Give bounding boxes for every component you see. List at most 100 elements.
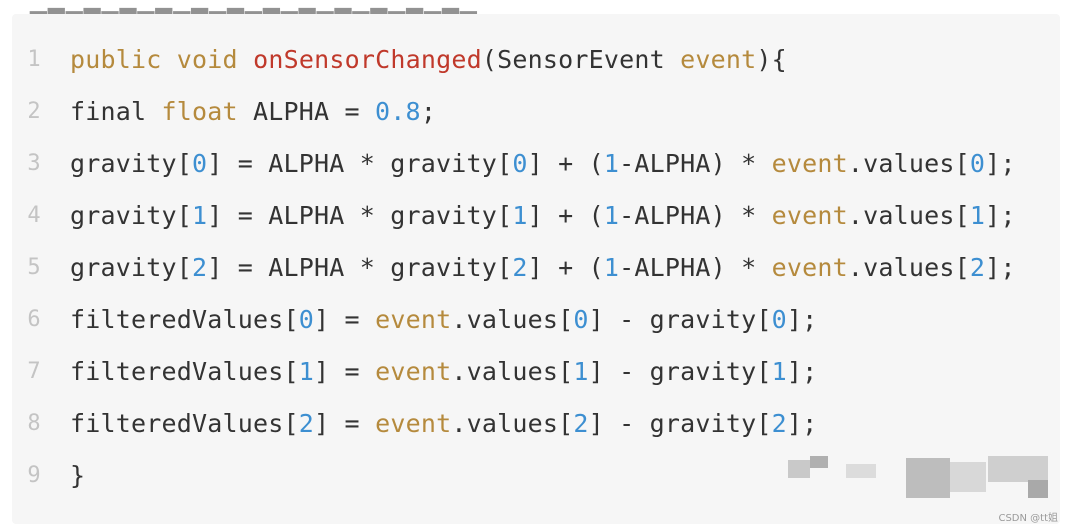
line-number: 7	[27, 359, 41, 384]
number-token: 1	[969, 201, 986, 230]
cropped-heading-remnant: ▁▂▁▂▁▂▁▂▁▂▁▂▁▂▁▂▁▂▁▂▁▂▁▂▁	[30, 0, 478, 14]
number-token: 1	[771, 357, 787, 386]
line-number: 3	[27, 151, 41, 176]
code-token: ] + (	[527, 149, 604, 178]
number-token: 0	[573, 305, 589, 334]
code-token: ] - gravity[	[588, 357, 772, 386]
code-token: ];	[985, 201, 1016, 230]
code-token: ALPHA =	[237, 97, 376, 126]
number-token: 1	[603, 149, 620, 178]
code-token: (SensorEvent	[481, 45, 681, 74]
code-token: .values[	[451, 305, 574, 334]
code-token: filteredValues[	[70, 305, 299, 334]
code-line: 2 final float ALPHA = 0.8;	[12, 94, 1060, 146]
code-token: gravity[	[70, 253, 193, 282]
code-token: ];	[985, 253, 1016, 282]
code-token: ] =	[314, 409, 376, 438]
code-text: public void onSensorChanged(SensorEvent …	[70, 42, 787, 78]
number-token: 0	[771, 305, 787, 334]
line-number: 2	[27, 99, 41, 124]
line-number: 8	[27, 411, 41, 436]
code-text: filteredValues[2] = event.values[2] - gr…	[70, 406, 817, 442]
code-token: ];	[786, 305, 818, 334]
code-token	[238, 45, 253, 74]
code-token: ] - gravity[	[588, 409, 772, 438]
code-token: ] + (	[527, 201, 604, 230]
number-token: 1	[603, 201, 620, 230]
number-token: 2	[771, 409, 787, 438]
keyword-token: float	[161, 97, 238, 126]
code-token: ] = ALPHA * gravity[	[207, 253, 513, 282]
code-token: ] =	[314, 357, 376, 386]
keyword-token: event	[375, 409, 452, 438]
code-token: ] =	[314, 305, 376, 334]
number-token: 0	[969, 149, 986, 178]
code-text: }	[70, 458, 85, 494]
code-token: filteredValues[	[70, 357, 299, 386]
code-token: ];	[985, 149, 1016, 178]
code-block: 1 public void onSensorChanged(SensorEvent…	[12, 14, 1060, 524]
code-token: .values[	[847, 149, 970, 178]
keyword-token: void	[176, 45, 238, 74]
code-token: final	[70, 97, 162, 126]
number-token: 0.8	[375, 97, 421, 126]
number-token: 2	[969, 253, 986, 282]
number-token: 1	[573, 357, 589, 386]
code-token: -ALPHA) *	[619, 201, 772, 230]
number-token: 0	[192, 149, 208, 178]
code-line: 1 public void onSensorChanged(SensorEvent…	[12, 42, 1060, 94]
number-token: 0	[512, 149, 528, 178]
code-token: -ALPHA) *	[619, 149, 772, 178]
code-text: filteredValues[0] = event.values[0] - gr…	[70, 302, 817, 338]
watermark-text: CSDN @tt姐	[998, 513, 1058, 524]
code-token: ];	[786, 357, 818, 386]
line-number: 6	[27, 307, 41, 332]
number-token: 1	[192, 201, 208, 230]
keyword-token: event	[375, 357, 452, 386]
code-token: ] = ALPHA * gravity[	[207, 201, 513, 230]
keyword-token: public	[70, 45, 162, 74]
keyword-token: event	[375, 305, 452, 334]
keyword-token: event	[680, 45, 757, 74]
code-token	[162, 45, 177, 74]
code-text: filteredValues[1] = event.values[1] - gr…	[70, 354, 817, 390]
code-text: gravity[1] = ALPHA * gravity[1] + (1-ALP…	[70, 198, 1016, 234]
code-token: }	[70, 461, 86, 490]
number-token: 1	[603, 253, 620, 282]
number-token: 2	[298, 409, 315, 438]
number-token: 1	[512, 201, 528, 230]
code-token: ] = ALPHA * gravity[	[207, 149, 513, 178]
code-token: ];	[786, 409, 818, 438]
keyword-token: event	[771, 201, 848, 230]
line-number: 9	[27, 463, 41, 488]
code-token: ] - gravity[	[588, 305, 772, 334]
line-number: 5	[27, 255, 41, 280]
code-token: .values[	[451, 409, 574, 438]
cropped-text-strip: ▁▂▁▂▁▂▁▂▁▂▁▂▁▂▁▂▁▂▁▂▁▂▁▂▁	[0, 0, 1072, 14]
number-token: 2	[192, 253, 208, 282]
code-token: .values[	[451, 357, 574, 386]
function-token: onSensorChanged	[253, 45, 482, 74]
number-token: 2	[512, 253, 528, 282]
number-token: 0	[298, 305, 315, 334]
code-text: gravity[2] = ALPHA * gravity[2] + (1-ALP…	[70, 250, 1016, 286]
code-token: .values[	[847, 201, 970, 230]
line-number: 1	[27, 47, 41, 72]
number-token: 1	[298, 357, 315, 386]
code-token: filteredValues[	[70, 409, 299, 438]
code-token: .values[	[847, 253, 970, 282]
keyword-token: event	[771, 253, 848, 282]
code-token: -ALPHA) *	[619, 253, 772, 282]
code-line: 9}	[12, 458, 1060, 510]
code-token: gravity[	[70, 201, 193, 230]
code-token: ] + (	[527, 253, 604, 282]
code-text: gravity[0] = ALPHA * gravity[0] + (1-ALP…	[70, 146, 1016, 182]
code-token: gravity[	[70, 149, 193, 178]
line-number: 4	[27, 203, 41, 228]
code-token: ;	[420, 97, 437, 126]
